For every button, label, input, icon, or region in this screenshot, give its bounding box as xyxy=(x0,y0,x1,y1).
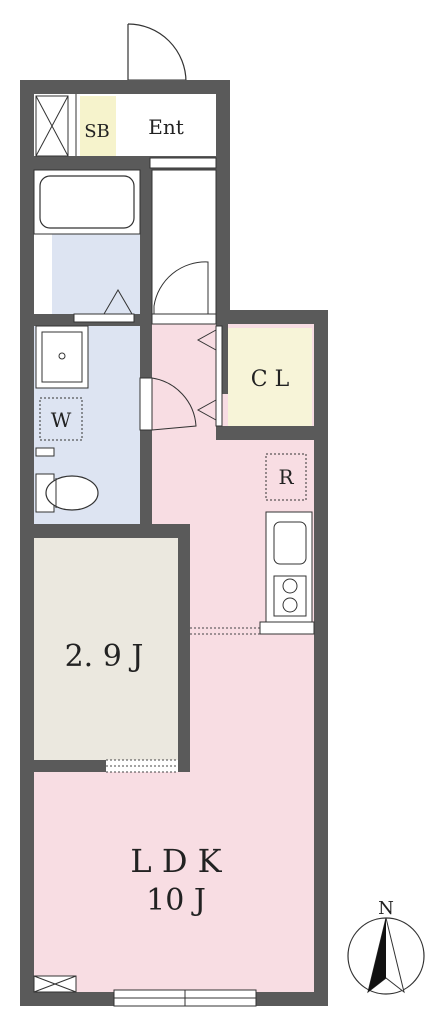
ldk-window xyxy=(113,989,257,1007)
fridge-label: R xyxy=(278,465,294,489)
vent-box xyxy=(33,975,77,993)
bedroom-floor xyxy=(34,538,178,760)
closet-label: C L xyxy=(251,367,290,392)
ldk-name-label: L D K xyxy=(130,842,222,880)
hall-door xyxy=(151,261,217,325)
closet-door xyxy=(196,325,223,427)
washer-space xyxy=(39,397,83,441)
bedroom-sliding-door xyxy=(106,759,178,773)
bath-floor xyxy=(52,234,140,314)
refrigerator-space xyxy=(265,453,307,501)
compass-north-label: N xyxy=(378,898,394,919)
compass-icon xyxy=(347,917,425,995)
closet-floor xyxy=(228,328,312,426)
bathtub xyxy=(33,169,141,235)
entrance-area xyxy=(118,96,217,169)
exterior-wall xyxy=(20,80,328,1006)
kitchen-counter xyxy=(259,511,315,635)
entrance-door xyxy=(127,23,187,87)
hall-corridor xyxy=(151,169,217,315)
entrance-label: Ent xyxy=(148,115,184,139)
washer-label: W xyxy=(51,408,72,432)
shoebox-label: SB xyxy=(84,121,110,142)
toilet xyxy=(35,447,99,513)
washroom-door xyxy=(139,377,197,431)
ldk-size-label: 10 J xyxy=(146,883,206,918)
wash-basin xyxy=(35,325,89,389)
bedroom-label: 2. 9 J xyxy=(65,639,144,674)
bath-door xyxy=(73,289,135,323)
shoebox-floor xyxy=(80,96,116,156)
ldk-floor xyxy=(34,770,314,992)
pipe-shaft xyxy=(35,94,77,157)
